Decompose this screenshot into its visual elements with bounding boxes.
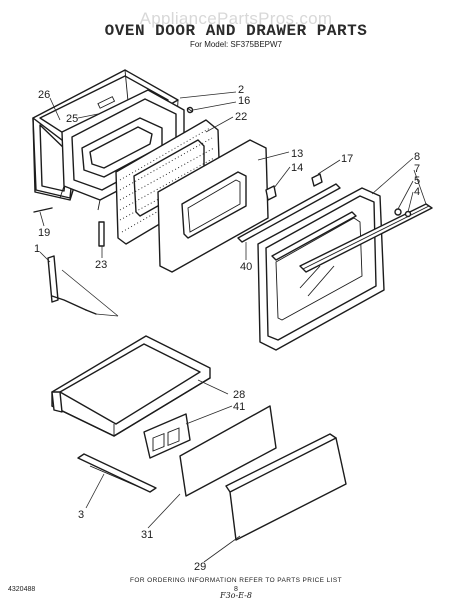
- part-29-drawer-front: [225, 433, 347, 541]
- callout-2: 2: [238, 84, 244, 96]
- part-41-bracket: [143, 413, 191, 459]
- callout-17: 17: [341, 153, 353, 165]
- ordering-note: FOR ORDERING INFORMATION REFER TO PARTS …: [130, 577, 342, 584]
- callout-25: 25: [66, 113, 78, 125]
- callout-1: 1: [34, 243, 40, 255]
- callout-7: 7: [414, 163, 420, 175]
- part-31-drawer-panel: [179, 405, 277, 497]
- part-16-screw: [186, 106, 194, 114]
- callout-28: 28: [233, 389, 245, 401]
- callout-16: 16: [238, 95, 250, 107]
- part-3-slide-rail: [77, 453, 157, 493]
- leader-lines: [39, 91, 427, 563]
- model-label: For Model: SF375BEPW7: [190, 40, 283, 49]
- page-number: 8: [234, 586, 238, 593]
- part-19-screw: [33, 207, 53, 213]
- part-4-screw: [404, 210, 412, 218]
- callout-5: 5: [414, 175, 420, 187]
- callout-40: 40: [240, 261, 252, 273]
- callout-19: 19: [38, 227, 50, 239]
- callout-14: 14: [291, 162, 303, 174]
- part-23-spacer: [98, 221, 105, 247]
- callout-23: 23: [95, 259, 107, 271]
- callout-22: 22: [235, 111, 247, 123]
- callout-41: 41: [233, 401, 245, 413]
- part-17-clip: [311, 173, 323, 187]
- callout-26: 26: [38, 89, 50, 101]
- part-8-outer-door: [257, 187, 385, 351]
- part-28-drawer-body: [51, 335, 211, 437]
- part-14-clip: [265, 185, 277, 201]
- part-5-screw: [394, 208, 402, 216]
- callout-4: 4: [414, 186, 420, 198]
- callout-13: 13: [291, 148, 303, 160]
- part-1-hinge: [47, 255, 119, 317]
- handwritten-mark: F3o-E-8: [219, 591, 252, 600]
- watermark: AppliancePartsPros.com: [140, 9, 333, 28]
- callout-31: 31: [141, 529, 153, 541]
- callout-3: 3: [78, 509, 84, 521]
- callout-29: 29: [194, 561, 206, 573]
- part-40-trim-strip: [237, 183, 341, 243]
- callout-8: 8: [414, 151, 420, 163]
- part-13-inner-glass: [157, 139, 269, 273]
- diagram-title: OVEN DOOR AND DRAWER PARTS: [105, 22, 368, 40]
- part-number: 4320488: [8, 586, 35, 593]
